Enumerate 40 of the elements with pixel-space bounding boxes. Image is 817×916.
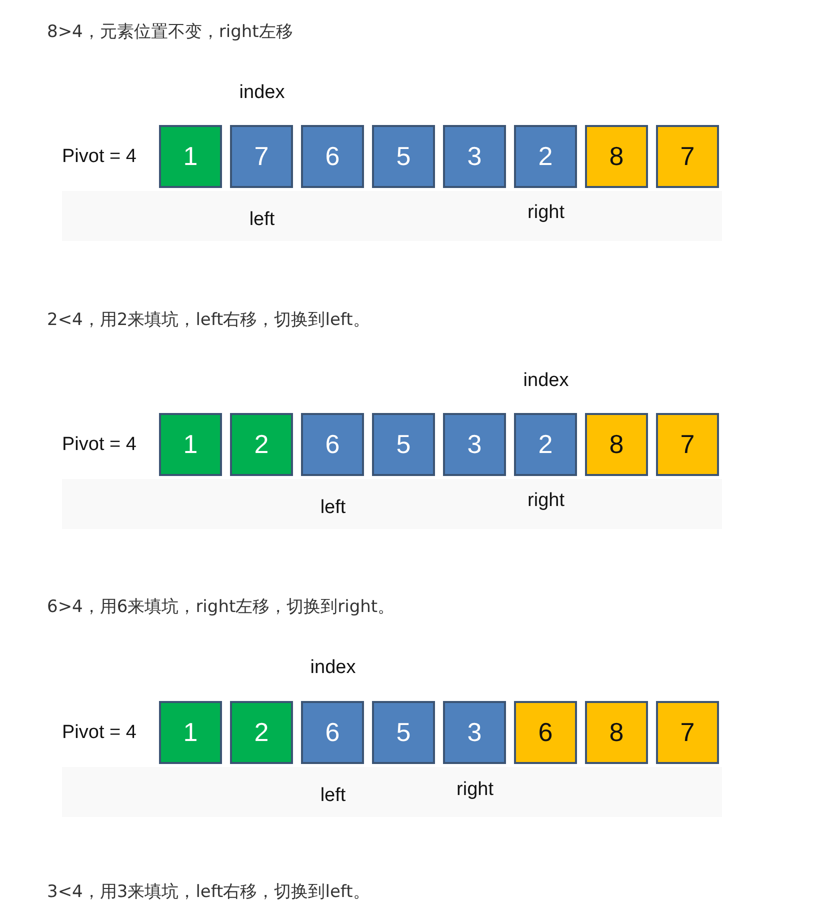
pointer-label: index bbox=[523, 370, 569, 392]
array-cell: 2 bbox=[514, 413, 577, 476]
array-cell: 2 bbox=[230, 413, 293, 476]
array-cell: 7 bbox=[656, 413, 719, 476]
step-caption: 3<4，用3来填坑，left右移，切换到left。 bbox=[47, 881, 370, 903]
pointer-label: left bbox=[249, 209, 275, 231]
array-cell: 5 bbox=[372, 125, 435, 188]
array-cell: 5 bbox=[372, 413, 435, 476]
pointer-label: right bbox=[528, 202, 564, 224]
array-cell: 2 bbox=[230, 701, 293, 764]
array-cell: 1 bbox=[159, 701, 222, 764]
pivot-label: Pivot = 4 bbox=[62, 722, 136, 744]
pointer-label: left bbox=[320, 785, 346, 807]
array-cell: 7 bbox=[656, 125, 719, 188]
array-cell: 7 bbox=[230, 125, 293, 188]
array-cell: 6 bbox=[301, 413, 364, 476]
array-cell: 1 bbox=[159, 413, 222, 476]
step-caption: 8>4，元素位置不变，right左移 bbox=[47, 21, 293, 43]
pointer-label: right bbox=[456, 779, 494, 801]
array-cell: 6 bbox=[301, 125, 364, 188]
pivot-label: Pivot = 4 bbox=[62, 146, 136, 168]
array-cell: 6 bbox=[514, 701, 577, 764]
pointer-label: right bbox=[528, 490, 564, 512]
array-cell: 6 bbox=[301, 701, 364, 764]
pointer-label: index bbox=[310, 657, 356, 679]
pivot-label: Pivot = 4 bbox=[62, 434, 136, 456]
array-cell: 8 bbox=[585, 125, 648, 188]
array-cell: 3 bbox=[443, 701, 506, 764]
array-cell: 5 bbox=[372, 701, 435, 764]
array-cell: 7 bbox=[656, 701, 719, 764]
array-cell: 3 bbox=[443, 125, 506, 188]
pointer-label: index bbox=[239, 82, 285, 104]
array-cell: 8 bbox=[585, 413, 648, 476]
array-cell: 3 bbox=[443, 413, 506, 476]
step-caption: 2<4，用2来填坑，left右移，切换到left。 bbox=[47, 309, 370, 331]
array-cell: 2 bbox=[514, 125, 577, 188]
step-caption: 6>4，用6来填坑，right左移，切换到right。 bbox=[47, 596, 395, 618]
array-cell: 1 bbox=[159, 125, 222, 188]
pointer-label: left bbox=[320, 497, 346, 519]
array-cell: 8 bbox=[585, 701, 648, 764]
